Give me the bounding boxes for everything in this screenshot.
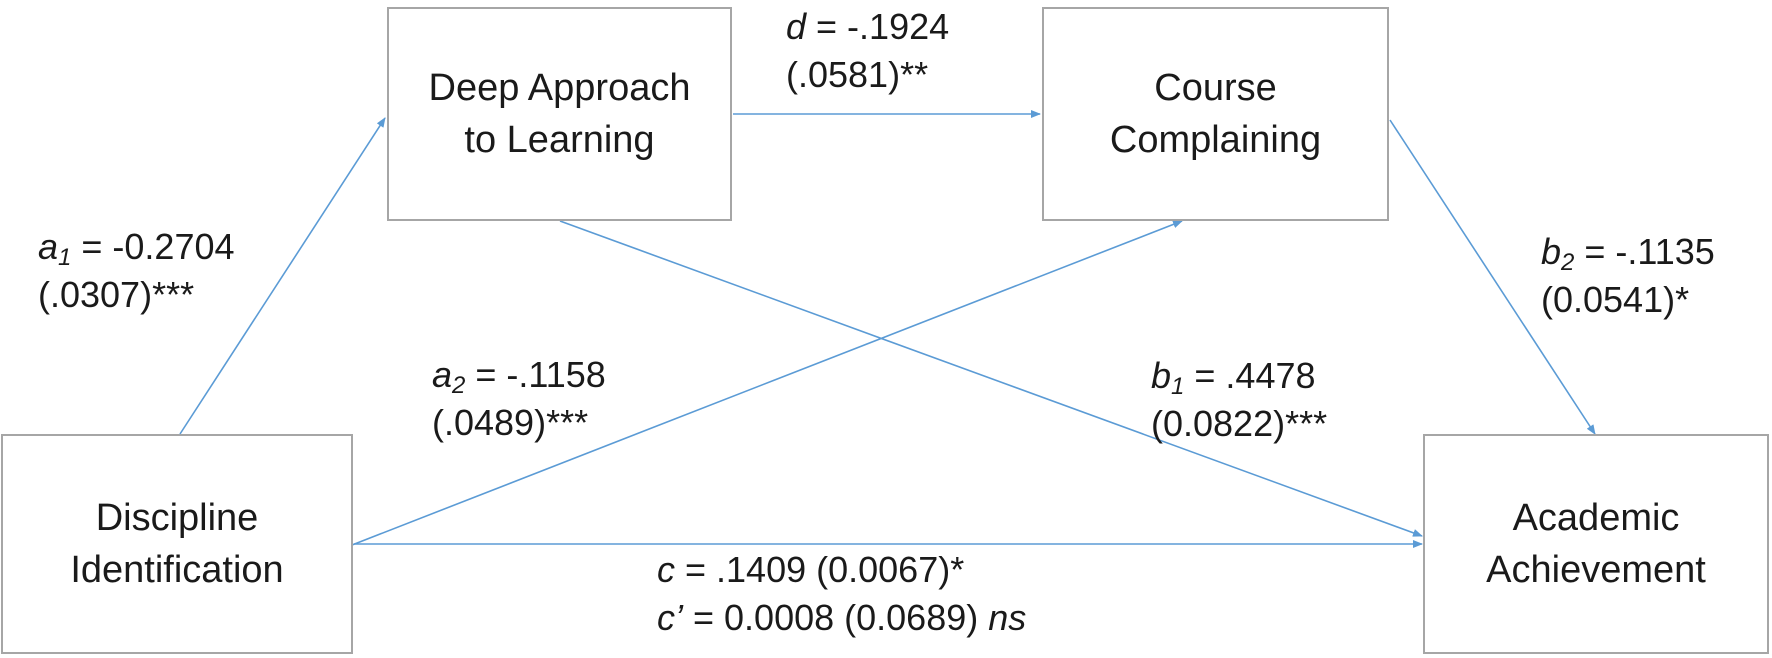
path-label-a2-se: (.0489)***	[432, 402, 589, 443]
path-label-b1: b1 = .4478 (0.0822)***	[1151, 352, 1327, 448]
path-label-b2-se: (0.0541)*	[1541, 279, 1690, 320]
node-deep-approach-line1: Deep Approach	[428, 66, 691, 109]
path-label-a1: a1 = -0.2704 (.0307)***	[38, 223, 235, 319]
node-discipline-identification: Discipline Identification	[1, 434, 353, 654]
path-label-c-prime-direct: c’ = 0.0008 (0.0689) ns	[657, 597, 1027, 638]
path-label-a1-se: (.0307)***	[38, 274, 195, 315]
path-label-a2-estimate: a2 = -.1158	[432, 354, 606, 399]
node-course-complaining-line2: Complaining	[1109, 119, 1322, 161]
node-course-complaining: Course Complaining	[1042, 7, 1389, 221]
node-course-complaining-line1: Course	[1154, 66, 1277, 109]
node-academic-achievement: Academic Achievement	[1423, 434, 1769, 654]
arrow-a1-discipline-to-deep	[179, 117, 386, 435]
node-discipline-identification-line2: Identification	[70, 549, 284, 591]
arrow-a2-discipline-to-course	[351, 220, 1183, 546]
path-label-b1-estimate: b1 = .4478	[1151, 355, 1316, 400]
path-label-c-total: c = .1409 (0.0067)*	[657, 549, 965, 590]
arrow-b1-deep-to-academic	[559, 220, 1423, 537]
path-label-b2: b2 = -.1135 (0.0541)*	[1541, 228, 1715, 324]
path-label-b1-se: (0.0822)***	[1151, 403, 1328, 444]
path-label-a1-estimate: a1 = -0.2704	[38, 226, 235, 271]
path-label-b2-estimate: b2 = -.1135	[1541, 231, 1715, 276]
path-label-d: d = -.1924 (.0581)**	[786, 3, 949, 99]
node-deep-approach-line2: to Learning	[464, 119, 655, 161]
path-label-d-se: (.0581)**	[786, 54, 929, 95]
node-academic-achievement-line2: Achievement	[1486, 549, 1706, 591]
arrow-b2-course-to-academic	[1389, 119, 1596, 435]
path-label-d-estimate: d = -.1924	[786, 6, 950, 47]
node-academic-achievement-line1: Academic	[1512, 496, 1680, 539]
node-deep-approach: Deep Approach to Learning	[387, 7, 732, 221]
path-label-a2: a2 = -.1158 (.0489)***	[432, 351, 606, 447]
node-discipline-identification-line1: Discipline	[95, 496, 259, 539]
path-label-c: c = .1409 (0.0067)* c’ = 0.0008 (0.0689)…	[657, 546, 1026, 642]
